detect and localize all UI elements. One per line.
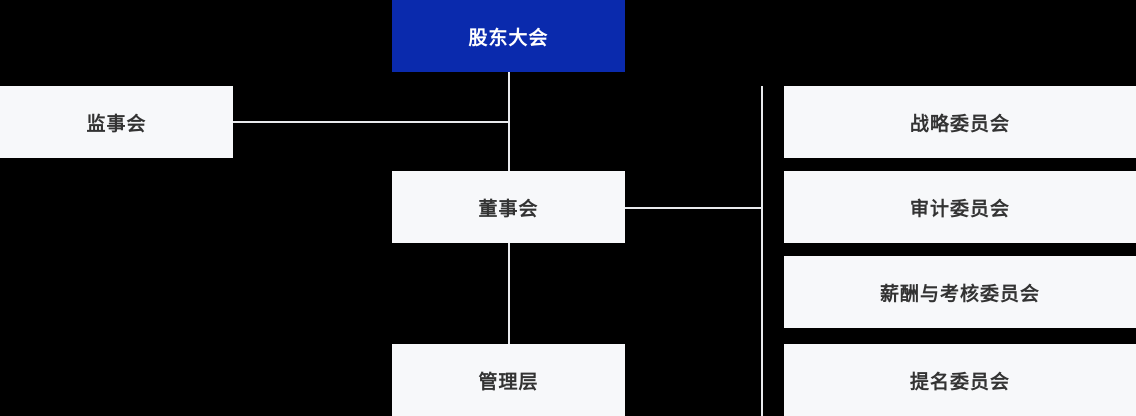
node-management[interactable]: 管理层 bbox=[392, 344, 625, 416]
node-remuneration-committee[interactable]: 薪酬与考核委员会 bbox=[784, 256, 1136, 328]
connector-committee-spine bbox=[761, 86, 763, 416]
node-board-of-directors[interactable]: 董事会 bbox=[392, 171, 625, 243]
node-shareholders-meeting-label: 股东大会 bbox=[468, 27, 549, 49]
node-strategy-committee[interactable]: 战略委员会 bbox=[784, 86, 1136, 158]
node-nomination-committee[interactable]: 提名委员会 bbox=[784, 344, 1136, 416]
connector-shareholders-to-supervisors bbox=[233, 121, 509, 123]
node-board-of-supervisors-label: 监事会 bbox=[86, 113, 147, 135]
node-strategy-committee-label: 战略委员会 bbox=[909, 113, 1010, 135]
node-shareholders-meeting[interactable]: 股东大会 bbox=[392, 0, 625, 72]
node-audit-committee[interactable]: 审计委员会 bbox=[784, 171, 1136, 243]
node-remuneration-committee-label: 薪酬与考核委员会 bbox=[879, 283, 1040, 305]
node-audit-committee-label: 审计委员会 bbox=[909, 198, 1010, 220]
node-board-of-supervisors[interactable]: 监事会 bbox=[0, 86, 233, 158]
node-management-label: 管理层 bbox=[478, 371, 539, 393]
node-board-of-directors-label: 董事会 bbox=[478, 198, 539, 220]
connector-directors-to-committee-spine bbox=[625, 207, 762, 209]
connector-directors-to-management bbox=[508, 243, 510, 344]
node-nomination-committee-label: 提名委员会 bbox=[909, 371, 1010, 393]
connector-shareholders-to-directors bbox=[508, 72, 510, 171]
